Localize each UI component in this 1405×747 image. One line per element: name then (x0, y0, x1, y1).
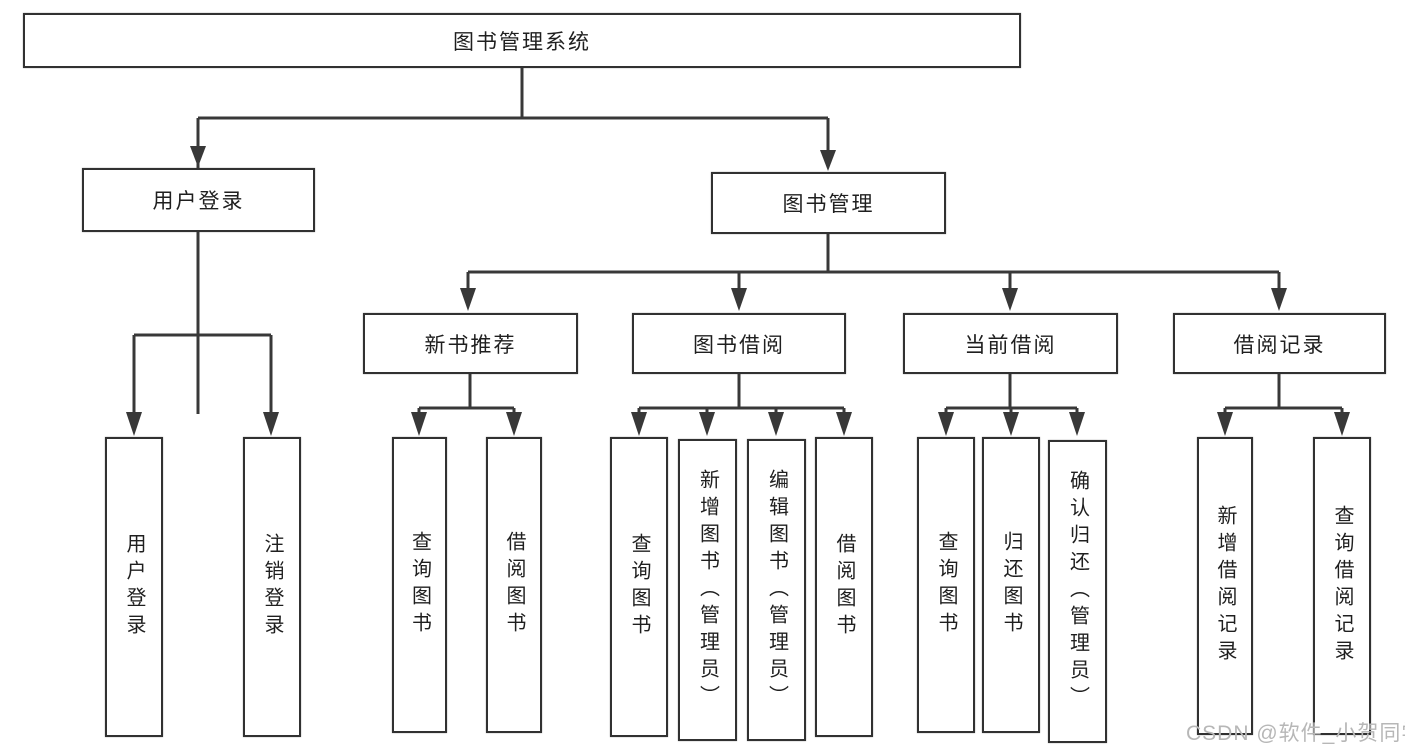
node-new-book-recommend: 新书推荐 (363, 313, 578, 374)
leaf-borrow-book-1: 借阅图书 (486, 437, 542, 733)
leaf-query-book-1: 查询图书 (392, 437, 447, 733)
node-root-system: 图书管理系统 (23, 13, 1021, 68)
node-borrow-records: 借阅记录 (1173, 313, 1386, 374)
leaf-add-borrow-record: 新增借阅记录 (1197, 437, 1253, 735)
node-book-borrow: 图书借阅 (632, 313, 846, 374)
leaf-query-book-3: 查询图书 (917, 437, 975, 733)
leaf-return-book: 归还图书 (982, 437, 1040, 733)
leaf-edit-book-admin: 编辑图书（管理员） (747, 439, 806, 741)
leaf-user-login: 用户登录 (105, 437, 163, 737)
leaf-query-book-2: 查询图书 (610, 437, 668, 737)
leaf-add-book-admin: 新增图书（管理员） (678, 439, 737, 741)
leaf-borrow-book-2: 借阅图书 (815, 437, 873, 737)
leaf-confirm-return-admin: 确认归还（管理员） (1048, 440, 1107, 743)
node-current-borrow: 当前借阅 (903, 313, 1118, 374)
leaf-logout: 注销登录 (243, 437, 301, 737)
arrowhead-icons (126, 146, 1350, 436)
node-book-management-branch: 图书管理 (711, 172, 946, 234)
node-user-login-branch: 用户登录 (82, 168, 315, 232)
leaf-query-borrow-record: 查询借阅记录 (1313, 437, 1371, 735)
